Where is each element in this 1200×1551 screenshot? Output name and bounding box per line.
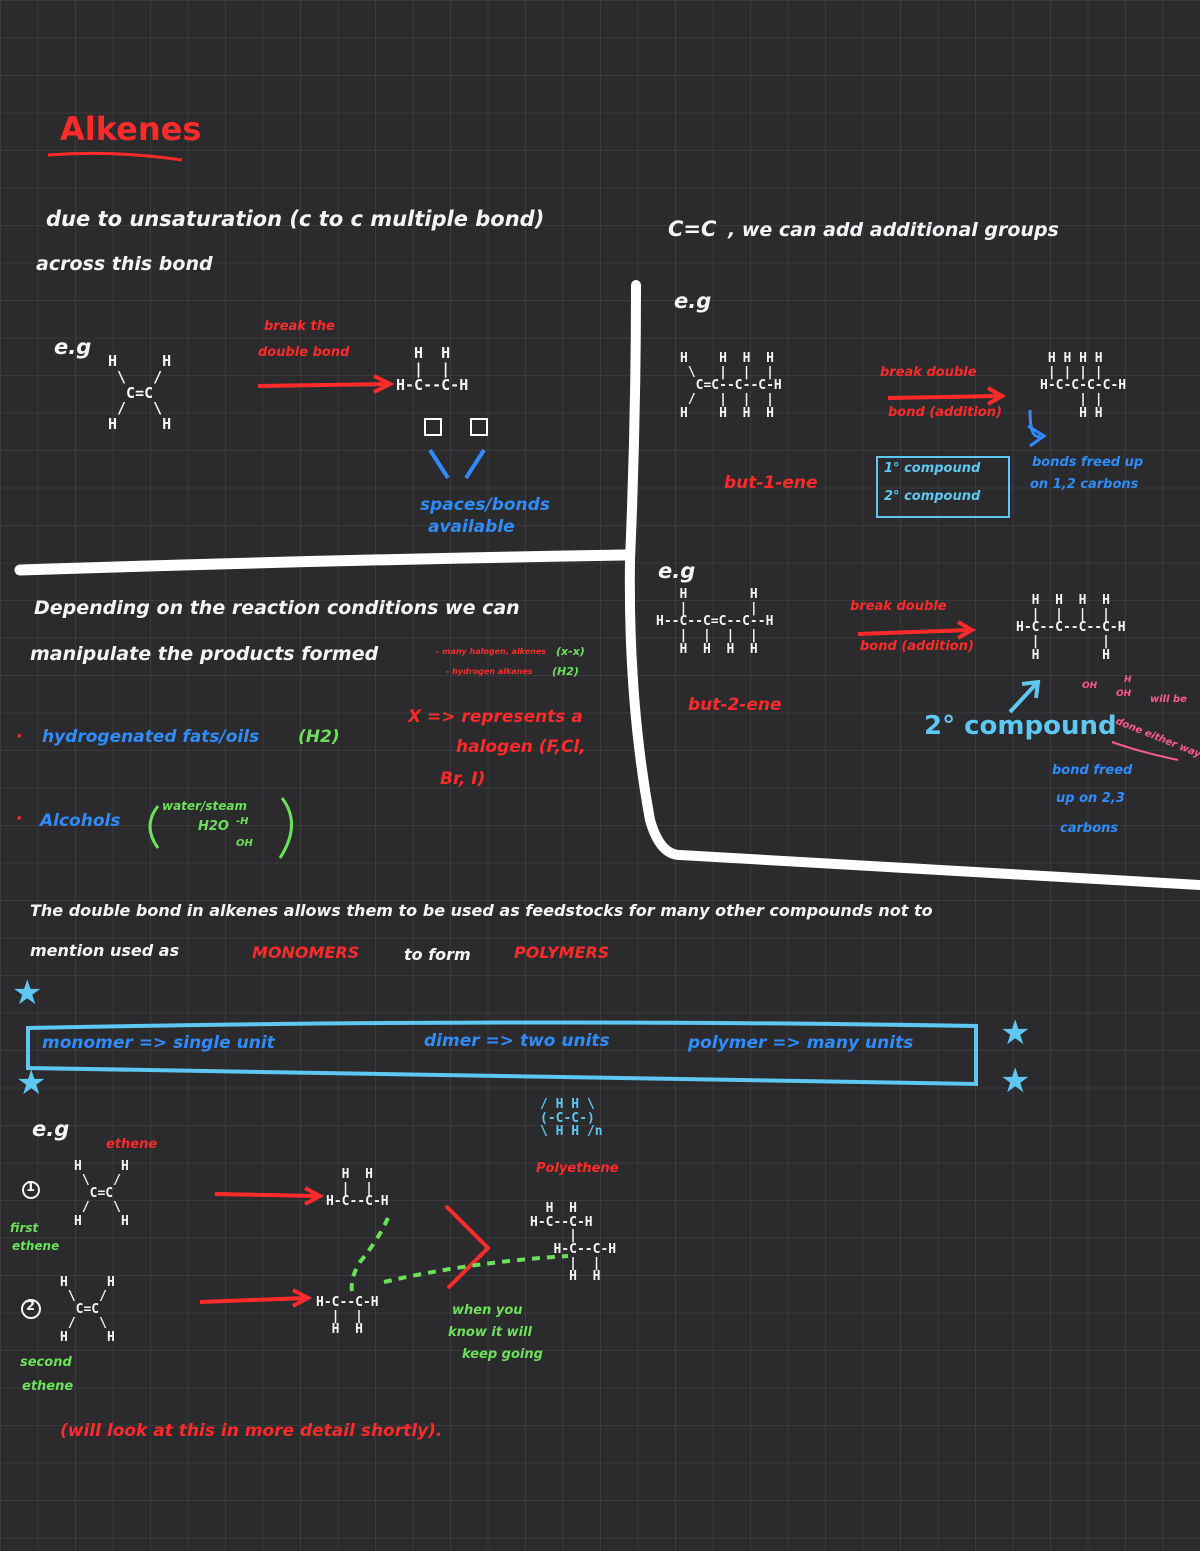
ex1-space-box-2 (470, 418, 488, 436)
ex1-spaces-2: available (428, 517, 515, 537)
intro-line-2: across this bond (36, 253, 213, 275)
star-icon: ★ (1000, 1061, 1031, 1101)
bullet-dot-1: · (16, 727, 23, 747)
conditions-tiny-2: - hydrogen alkanes (446, 667, 533, 676)
alcohols-oh: OH (236, 838, 253, 849)
alcohols-h2o: H2O (198, 819, 229, 834)
ex3-note-2: up on 2,3 (1056, 791, 1125, 806)
conditions-line-1: Depending on the reaction conditions we … (34, 597, 520, 619)
ex2-reactant: H H H H \ | | | C=C--C--C-H / | | | H H … (680, 351, 782, 421)
poly-green-1: when you (452, 1303, 523, 1318)
ex1-arrow-label-1: break the (264, 319, 335, 334)
bullet-hydrogenated: hydrogenated fats/oils (42, 727, 260, 747)
bullet-alcohols: Alcohols (40, 811, 121, 831)
feedstock-monomers: MONOMERS (252, 943, 360, 962)
ex3-eg: e.g (658, 559, 696, 583)
poly-ethene-2: H H \ / C=C / \ H H (60, 1275, 115, 1345)
ex2-compound-box (876, 456, 1010, 518)
ex2-eg: e.g (674, 289, 712, 313)
poly-eg: e.g (32, 1117, 70, 1141)
ex3-oh-1: OH (1082, 681, 1098, 691)
poly-num-1: 1 (26, 1180, 36, 1195)
conditions-tiny-1: - many halogen, alkenes (436, 647, 547, 656)
ex2-product: H H H H | | | | H-C-C-C-C-H | | H H (1040, 351, 1127, 421)
ex2-arrow-label-1: break double (880, 365, 977, 380)
poly-intermediate-1: H H | | H-C--C-H (326, 1167, 389, 1210)
conditions-tiny-g1: (x-x) (556, 645, 585, 658)
ex3-secondary: 2° compound (924, 711, 1117, 741)
ex1-product: H H | | H-C--C-H (396, 344, 469, 394)
poly-first-1: first (10, 1221, 39, 1235)
star-icon: ★ (16, 1063, 47, 1103)
ex3-name: but-2-ene (688, 695, 782, 715)
bullet-dot-2: · (16, 809, 23, 829)
ex3-done-either-way: done either way (1113, 716, 1200, 761)
ex3-note-1: bond freed (1052, 763, 1133, 778)
poly-first-2: ethene (12, 1239, 60, 1253)
ex2-compound-2: 2° compound (884, 489, 981, 504)
poly-footer: (will look at this in more detail shortl… (60, 1421, 443, 1441)
ex3-oh-h: H (1124, 675, 1132, 685)
star-icon: ★ (1000, 1013, 1031, 1053)
poly-intermediate-2: H-C--C-H | | H H (316, 1295, 379, 1338)
x-note-2: halogen (F,Cl, (456, 737, 586, 757)
conditions-tiny-g2: (H2) (552, 665, 579, 678)
ex2-note-1: bonds freed up (1032, 455, 1144, 470)
poly-ethene-1: H H \ / C=C / \ H H (74, 1159, 129, 1229)
bullet-hydrogenated-h2: (H2) (298, 727, 340, 747)
feedstock-polymers: POLYMERS (514, 943, 610, 962)
x-note-3: Br, I) (440, 769, 486, 789)
ex1-spaces-1: spaces/bonds (420, 495, 550, 515)
feedstock-line-1: The double bond in alkenes allows them t… (30, 901, 933, 920)
star-icon: ★ (12, 973, 43, 1013)
x-note-1: X => represents a (408, 707, 583, 727)
def-polymer: polymer => many units (688, 1033, 914, 1053)
def-monomer: monomer => single unit (42, 1033, 275, 1053)
poly-chain: H H H-C--C-H | H-C--C-H | | H H (530, 1201, 617, 1285)
ex1-reactant: H H \ / C=C / \ H H (108, 352, 172, 433)
poly-num-2: 2 (26, 1299, 36, 1314)
poly-green-2: know it will (448, 1325, 532, 1340)
alcohols-h: -H (236, 816, 249, 827)
intro-line-1b: , we can add additional groups (728, 219, 1059, 241)
ex3-oh-2: OH (1116, 689, 1132, 699)
ex3-note-3: carbons (1060, 821, 1119, 836)
ex2-arrow-label-2: bond (addition) (888, 405, 1002, 420)
ex1-space-box-1 (424, 418, 442, 436)
feedstock-line-2a: mention used as (30, 941, 180, 960)
poly-second-2: ethene (22, 1379, 74, 1394)
poly-ethene-label: ethene (106, 1137, 158, 1152)
page-title: Alkenes (60, 110, 202, 148)
feedstock-to-form: to form (404, 945, 471, 964)
ex2-compound-1: 1° compound (884, 461, 981, 476)
ex2-note-2: on 1,2 carbons (1030, 477, 1139, 492)
poly-polyethene-label: Polyethene (536, 1161, 619, 1176)
ex1-arrow-label-2: double bond (258, 345, 350, 360)
intro-cc: C=C (668, 217, 717, 241)
ex2-name: but-1-ene (724, 473, 818, 493)
ex3-arrow-label-1: break double (850, 599, 947, 614)
poly-second-1: second (20, 1355, 72, 1370)
ex1-eg: e.g (54, 335, 92, 359)
intro-line-1: due to unsaturation (c to c multiple bon… (46, 207, 545, 231)
def-dimer: dimer => two units (424, 1031, 610, 1051)
conditions-line-2: manipulate the products formed (30, 643, 379, 665)
ex3-will-be: will be (1150, 694, 1187, 705)
poly-green-3: keep going (462, 1347, 543, 1362)
alcohols-water-steam: water/steam (162, 799, 247, 813)
ex3-arrow-label-2: bond (addition) (860, 639, 974, 654)
ex3-reactant: H H | | H--C--C=C--C--H | | | | H H H H (656, 587, 774, 657)
ex3-product: H H H H | | | | H-C--C--C--C-H | | H H (1016, 593, 1126, 663)
poly-repeat-unit: / H H \ (-C-C-) \ H H /n (540, 1097, 603, 1140)
